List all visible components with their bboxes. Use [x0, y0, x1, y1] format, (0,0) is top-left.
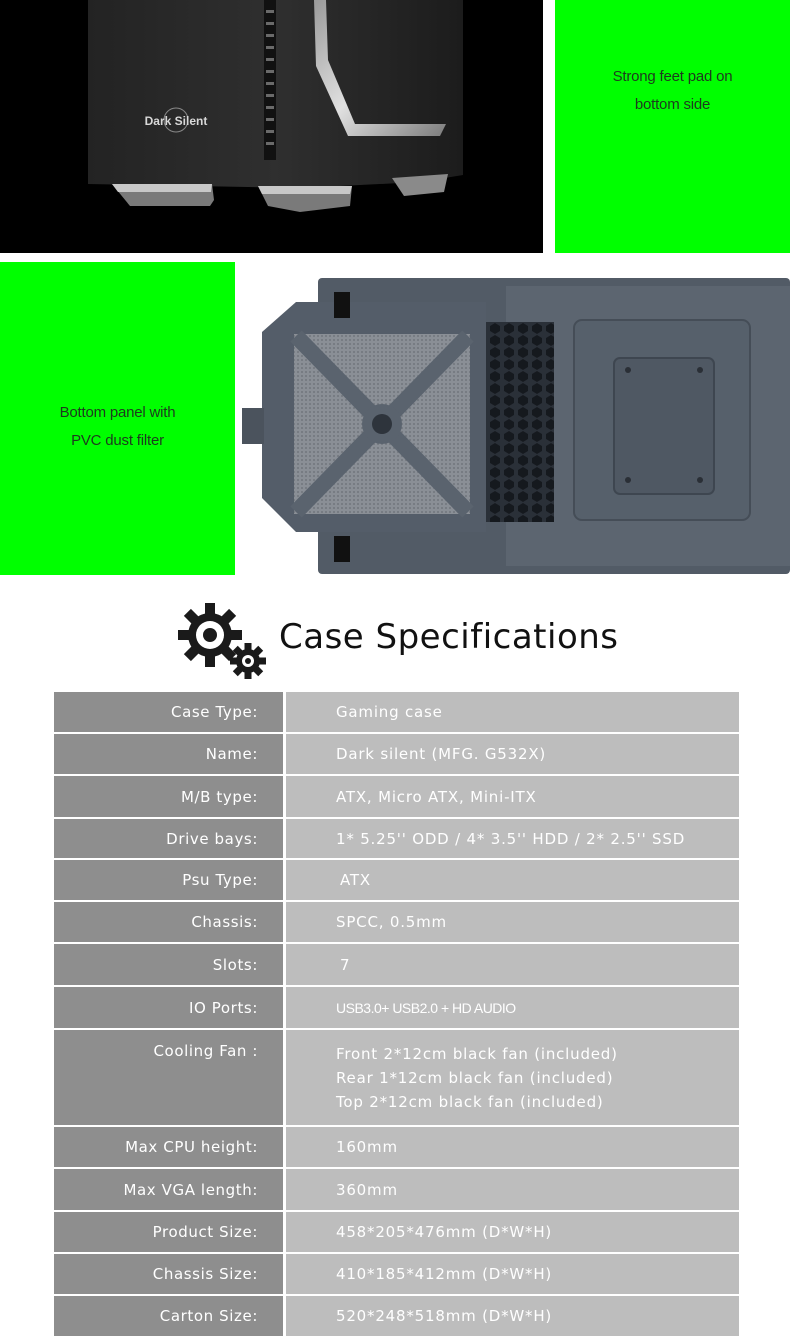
spec-value: USB3.0+ USB2.0 + HD AUDIO: [286, 987, 739, 1028]
spec-label: Psu Type:: [54, 860, 283, 900]
spec-row-drive-bays: Drive bays: 1* 5.25'' ODD / 4* 3.5'' HDD…: [54, 819, 739, 860]
spec-value: 410*185*412mm (D*W*H): [286, 1254, 739, 1294]
spec-row-max-cpu-height: Max CPU height: 160mm: [54, 1127, 739, 1169]
spec-row-psu-type: Psu Type: ATX: [54, 860, 739, 902]
spec-row-case-type: Case Type: Gaming case: [54, 692, 739, 734]
gears-icon: [178, 603, 266, 679]
case-front-illustration: Dark Silent: [0, 0, 543, 253]
filter-caption-panel: Bottom panel with PVC dust filter: [0, 262, 235, 575]
cooling-line: Front 2*12cm black fan (included): [336, 1045, 618, 1063]
spec-label: Chassis Size:: [54, 1254, 283, 1294]
spec-value: 160mm: [286, 1127, 739, 1167]
spec-row-chassis: Chassis: SPCC, 0.5mm: [54, 902, 739, 944]
spec-value: 360mm: [286, 1169, 739, 1210]
spec-value: ATX: [286, 860, 739, 900]
spec-value-lines: Front 2*12cm black fan (included) Rear 1…: [286, 1030, 739, 1125]
spec-value: Dark silent (MFG. G532X): [286, 734, 739, 774]
spec-label: Chassis:: [54, 902, 283, 942]
spec-row-name: Name: Dark silent (MFG. G532X): [54, 734, 739, 776]
spec-value: ATX, Micro ATX, Mini-ITX: [286, 776, 739, 817]
spec-value: 520*248*518mm (D*W*H): [286, 1296, 739, 1336]
brand-badge: Dark Silent: [145, 114, 208, 128]
case-front-photo: Dark Silent: [0, 0, 543, 253]
feet-caption: Strong feet pad on bottom side: [612, 68, 733, 113]
spec-title: Case Specifications: [279, 617, 619, 657]
spec-value: 7: [286, 944, 739, 985]
filter-caption: Bottom panel with PVC dust filter: [59, 404, 176, 449]
spec-value: 458*205*476mm (D*W*H): [286, 1212, 739, 1252]
spec-row-mb-type: M/B type: ATX, Micro ATX, Mini-ITX: [54, 776, 739, 819]
spec-row-product-size: Product Size: 458*205*476mm (D*W*H): [54, 1212, 739, 1254]
spec-row-slots: Slots: 7: [54, 944, 739, 987]
spec-label: Slots:: [54, 944, 283, 985]
spec-row-io-ports: IO Ports: USB3.0+ USB2.0 + HD AUDIO: [54, 987, 739, 1030]
bottom-panel-illustration: [236, 262, 790, 575]
spec-label: M/B type:: [54, 776, 283, 817]
spec-row-cooling-fan: Cooling Fan : Front 2*12cm black fan (in…: [54, 1030, 739, 1127]
spec-table: Case Type: Gaming case Name: Dark silent…: [54, 692, 739, 1338]
spec-value: Gaming case: [286, 692, 739, 732]
spec-label: Drive bays:: [54, 819, 283, 858]
spec-label: Max CPU height:: [54, 1127, 283, 1167]
spec-label: IO Ports:: [54, 987, 283, 1028]
cooling-line: Rear 1*12cm black fan (included): [336, 1069, 614, 1087]
spec-label: Cooling Fan :: [54, 1030, 283, 1125]
cooling-line: Top 2*12cm black fan (included): [336, 1093, 604, 1111]
spec-label: Product Size:: [54, 1212, 283, 1252]
bottom-panel-photo: [236, 262, 790, 575]
spec-label: Name:: [54, 734, 283, 774]
spec-row-max-vga-length: Max VGA length: 360mm: [54, 1169, 739, 1212]
spec-row-chassis-size: Chassis Size: 410*185*412mm (D*W*H): [54, 1254, 739, 1296]
spec-value: SPCC, 0.5mm: [286, 902, 739, 942]
spec-row-carton-size: Carton Size: 520*248*518mm (D*W*H): [54, 1296, 739, 1338]
spec-label: Carton Size:: [54, 1296, 283, 1336]
spec-label: Case Type:: [54, 692, 283, 732]
feet-caption-panel: Strong feet pad on bottom side: [555, 0, 790, 253]
spec-value: 1* 5.25'' ODD / 4* 3.5'' HDD / 2* 2.5'' …: [286, 819, 739, 858]
spec-header: Case Specifications: [0, 595, 790, 685]
spec-label: Max VGA length:: [54, 1169, 283, 1210]
